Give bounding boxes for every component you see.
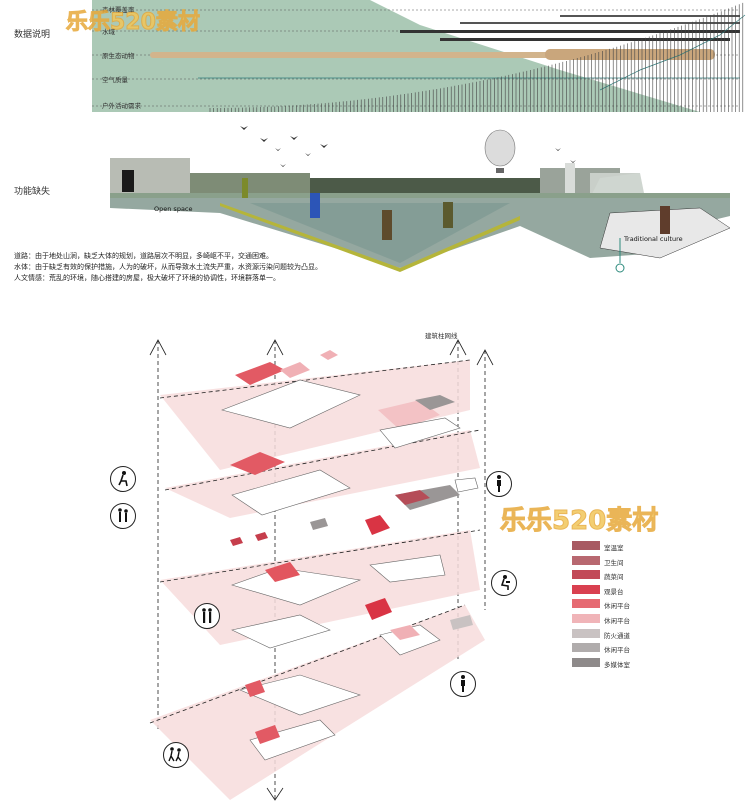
legend-label: 休闲平台	[604, 646, 630, 655]
row-label-air: 空气质量	[102, 76, 128, 84]
description-human: 人文情感：荒乱的环境，随心搭建的房屋，极大破坏了环境的协调性，环境群落单一。	[14, 274, 280, 282]
legend-swatch	[572, 657, 600, 667]
legend-swatch	[572, 599, 600, 609]
sitting-person-icon	[110, 466, 136, 492]
legend-swatch	[572, 555, 600, 565]
legend-swatch	[572, 628, 600, 638]
axon-diagram	[149, 339, 494, 801]
legend-label: 卫生间	[604, 558, 624, 567]
description-road: 道路：由于地处山涧，缺乏大体的规划，道路层次不明显，多崎岖不平，交通困难。	[14, 252, 273, 260]
single-person-icon	[450, 671, 476, 697]
function-section-label: 功能缺失	[14, 187, 51, 197]
legend-swatch	[572, 541, 600, 550]
standing-person-icon	[486, 471, 512, 497]
open-space-label: Open space	[154, 205, 193, 213]
legend-swatch	[572, 643, 600, 653]
legend-swatch	[572, 570, 600, 580]
reading-person-icon	[491, 570, 517, 596]
row-label-water: 水域	[102, 28, 115, 36]
row-label-animals: 原生态动物	[102, 52, 135, 60]
legend-swatch	[572, 614, 600, 623]
legend-label: 休闲平台	[604, 602, 630, 611]
pair-people-icon	[194, 603, 220, 629]
watermark-middle: 乐乐520素材	[499, 506, 659, 537]
row-label-outdoor: 户外活动需求	[102, 102, 141, 110]
description-water: 水体：由于缺乏有效的保护措施，人为的破坏，从而导致水土流失严重，水资源污染问题较…	[14, 263, 322, 271]
walking-people-icon	[163, 742, 189, 768]
legend-label: 观景台	[604, 587, 624, 596]
standing-people-icon	[110, 503, 136, 529]
axon-title: 建筑柱网线	[425, 332, 458, 340]
legend-label: 室温室	[604, 544, 624, 552]
legend-label: 休闲平台	[604, 617, 630, 625]
watermark-top: 乐乐520素材	[66, 10, 201, 36]
data-chart	[92, 0, 746, 112]
legend-swatch	[572, 584, 600, 594]
row-label-forest: 森林覆盖率	[102, 6, 135, 14]
traditional-culture-label: Traditional culture	[624, 235, 683, 243]
legend-label: 蔬菜间	[604, 573, 624, 582]
section-collage	[110, 126, 731, 273]
legend-label: 多媒体室	[604, 660, 630, 669]
data-section-label: 数据说明	[14, 30, 51, 40]
legend-label: 防火通道	[604, 631, 630, 640]
